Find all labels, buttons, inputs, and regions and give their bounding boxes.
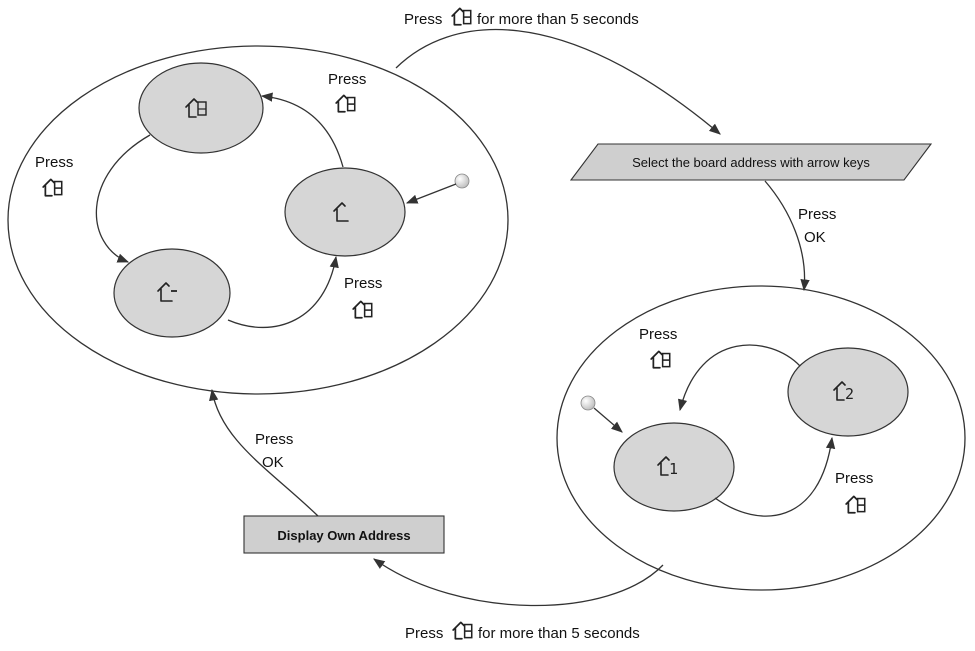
svg-text:OK: OK xyxy=(804,229,826,246)
state-1: 1 xyxy=(613,422,735,512)
initial-state-dot-icon xyxy=(454,173,470,189)
edge-2-to-1 xyxy=(678,344,801,412)
key-icon xyxy=(451,7,472,26)
edge-left-to-select xyxy=(395,28,721,135)
house-icon: 2 xyxy=(833,381,854,403)
state-a xyxy=(138,62,264,154)
press-label-2-1: Press xyxy=(639,326,677,369)
edge-right-to-display xyxy=(373,558,664,607)
select-box-label: Select the board address with arrow keys xyxy=(632,155,870,170)
edge-display-to-left xyxy=(209,388,319,517)
display-box-label: Display Own Address xyxy=(277,528,410,543)
initial-edge-right xyxy=(593,407,623,433)
press-label-a-c: Press xyxy=(35,154,73,197)
select-address-box: Select the board address with arrow keys xyxy=(569,143,933,181)
display-address-box: Display Own Address xyxy=(243,515,445,554)
house-icon xyxy=(185,98,207,118)
press-label-b-a: Press xyxy=(328,71,366,113)
state-2: 2 xyxy=(787,347,909,437)
svg-text:2: 2 xyxy=(845,385,854,403)
bottom-caption: Press for more than 5 seconds xyxy=(405,621,640,642)
svg-text:Press: Press xyxy=(328,71,366,88)
svg-text:1: 1 xyxy=(669,460,678,478)
press-ok-label-left: Press OK xyxy=(255,431,293,471)
svg-text:Press: Press xyxy=(835,470,873,487)
svg-text:Press: Press xyxy=(798,206,836,223)
svg-text:Press: Press xyxy=(344,275,382,292)
state-b xyxy=(284,167,406,257)
bottom-caption-post: for more than 5 seconds xyxy=(478,625,640,642)
right-cycle-boundary xyxy=(556,285,966,591)
press-label-1-2: Press xyxy=(835,470,873,514)
edge-select-to-right xyxy=(764,180,810,292)
house-icon xyxy=(333,202,349,222)
svg-text:Press: Press xyxy=(255,431,293,448)
house-icon: 1 xyxy=(657,456,678,478)
svg-text:OK: OK xyxy=(262,454,284,471)
edge-1-to-2 xyxy=(714,436,836,517)
initial-edge-left xyxy=(405,183,457,204)
press-label-c-b: Press xyxy=(344,275,382,319)
edge-c-to-b xyxy=(227,255,339,329)
bottom-caption-pre: Press xyxy=(405,625,443,642)
top-caption-post: for more than 5 seconds xyxy=(477,11,639,28)
initial-state-dot-icon xyxy=(580,395,596,411)
svg-text:Press: Press xyxy=(35,154,73,171)
svg-text:Press: Press xyxy=(639,326,677,343)
edge-a-to-c xyxy=(95,134,151,263)
top-caption: Press for more than 5 seconds xyxy=(404,7,639,28)
key-icon xyxy=(452,621,473,640)
top-caption-pre: Press xyxy=(404,11,442,28)
left-cycle-boundary xyxy=(7,45,509,395)
state-c xyxy=(113,248,231,338)
edge-b-to-a xyxy=(260,92,344,168)
press-ok-label-right: Press OK xyxy=(798,206,836,246)
house-icon xyxy=(157,282,177,302)
